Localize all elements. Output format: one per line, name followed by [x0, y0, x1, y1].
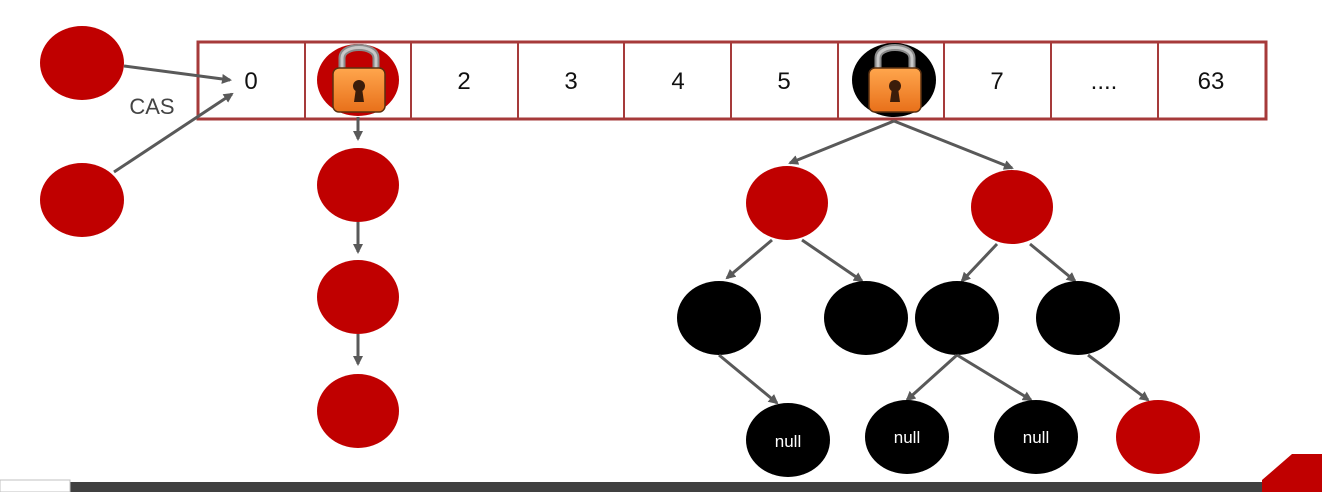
tree-edge — [718, 353, 779, 405]
tree-edge — [801, 238, 864, 283]
red-black-tree-bin-6: null null null — [677, 43, 1200, 477]
tree-edge — [725, 238, 773, 280]
footer-bar-strip — [70, 482, 1322, 492]
padlock-icon — [868, 44, 922, 113]
cas-label: CAS — [129, 94, 174, 119]
tree-node-red — [971, 170, 1053, 244]
thread-node-bottom — [40, 163, 124, 237]
cas-arrow-top — [123, 64, 232, 84]
tree-edge — [905, 353, 959, 402]
tree-node-black — [915, 281, 999, 355]
footer-bar — [0, 454, 1322, 492]
null-label: null — [1023, 428, 1049, 447]
list-node — [317, 260, 399, 334]
tree-leaf-red — [1116, 400, 1200, 474]
cas-arrow-bottom — [113, 92, 234, 174]
tree-node-black — [1036, 281, 1120, 355]
tree-edge — [956, 353, 1033, 402]
cell-label-63: 63 — [1198, 68, 1225, 95]
footer-accent-shape — [1262, 454, 1322, 492]
tree-node-red — [746, 166, 828, 240]
padlock-icon — [332, 44, 386, 113]
tree-edge — [1029, 242, 1077, 283]
list-node — [317, 148, 399, 222]
cell-label-2: 2 — [457, 68, 470, 95]
null-label: null — [894, 428, 920, 447]
cell-label-4: 4 — [671, 68, 684, 95]
thread-node-top — [40, 26, 124, 100]
tree-edge — [788, 119, 895, 165]
tree-node-black — [824, 281, 908, 355]
footer-logo-tab — [0, 479, 71, 492]
null-leaf-node — [994, 400, 1078, 474]
cell-label-0: 0 — [244, 68, 257, 95]
null-leaf-node — [865, 400, 949, 474]
cell-label-5: 5 — [777, 68, 790, 95]
tree-edge — [1087, 353, 1150, 402]
cell-label-3: 3 — [564, 68, 577, 95]
cell-label-ellipsis: .... — [1091, 68, 1118, 95]
tree-edge — [893, 119, 1014, 170]
cas-threads: CAS — [40, 26, 234, 237]
list-node — [317, 374, 399, 448]
cell-label-7: 7 — [990, 68, 1003, 95]
tree-edge — [960, 242, 999, 283]
null-leaf-node — [746, 403, 830, 477]
tree-node-black — [677, 281, 761, 355]
null-label: null — [775, 432, 801, 451]
bucket-array: 0 2 3 4 5 7 .... 63 — [196, 40, 1268, 121]
